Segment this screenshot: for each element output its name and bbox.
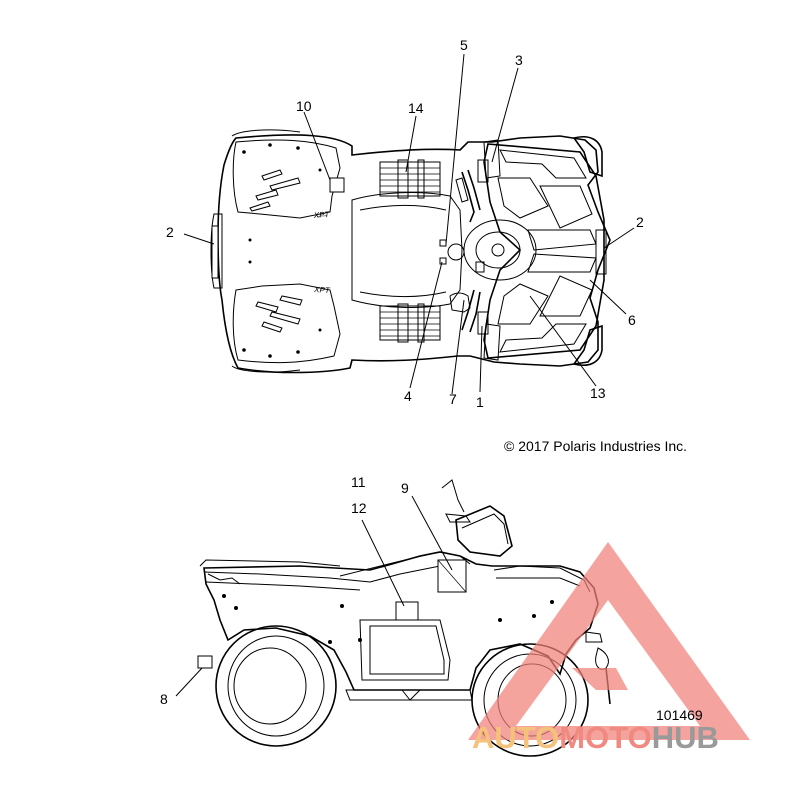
- callout-9: 9: [401, 480, 409, 496]
- callout-2-right: 2: [636, 214, 644, 230]
- handlebar-console: [439, 169, 537, 333]
- rear-reflector: [211, 225, 219, 279]
- callout-1: 1: [476, 394, 484, 410]
- callout-12: 12: [351, 500, 367, 516]
- automotohub-watermark: [468, 542, 750, 740]
- footwell-upper: [379, 159, 441, 199]
- decal-10-marker: [329, 177, 345, 193]
- front-rack: [477, 139, 607, 361]
- callout-11: 11: [351, 474, 366, 490]
- top-view-vehicle: X̶P̶T XPT: [210, 129, 611, 374]
- side-view-leaders: [175, 495, 453, 697]
- callout-10: 10: [296, 98, 312, 114]
- callout-14: 14: [408, 100, 424, 116]
- callout-3: 3: [515, 52, 523, 68]
- side-view-vehicle: [199, 479, 611, 757]
- rear-rack-slots: [242, 143, 322, 358]
- side-logo-lower: XPT: [313, 285, 331, 295]
- callout-5: 5: [460, 37, 468, 53]
- callout-4: 4: [404, 388, 412, 404]
- callout-7: 7: [449, 391, 457, 407]
- callout-8: 8: [160, 691, 168, 707]
- copyright-notice: © 2017 Polaris Industries Inc.: [504, 438, 687, 454]
- watermark-moto: MOTO: [559, 720, 651, 755]
- side-logo-upper: X̶P̶T: [313, 210, 331, 220]
- footwell-lower: [379, 303, 441, 343]
- top-view-leaders: [183, 53, 635, 395]
- decal-8-marker: [197, 655, 213, 669]
- callout-13: 13: [590, 385, 606, 401]
- callout-2-left: 2: [166, 224, 174, 240]
- watermark-auto: AUTO: [472, 720, 559, 755]
- watermark-logo-triangle: [468, 542, 750, 740]
- part-number: 101469: [656, 707, 703, 723]
- watermark-hub: HUB: [652, 720, 719, 755]
- watermark-wordmark: AUTOMOTOHUB: [472, 720, 719, 755]
- callout-6: 6: [628, 312, 636, 328]
- decal-12-panel: [395, 601, 419, 621]
